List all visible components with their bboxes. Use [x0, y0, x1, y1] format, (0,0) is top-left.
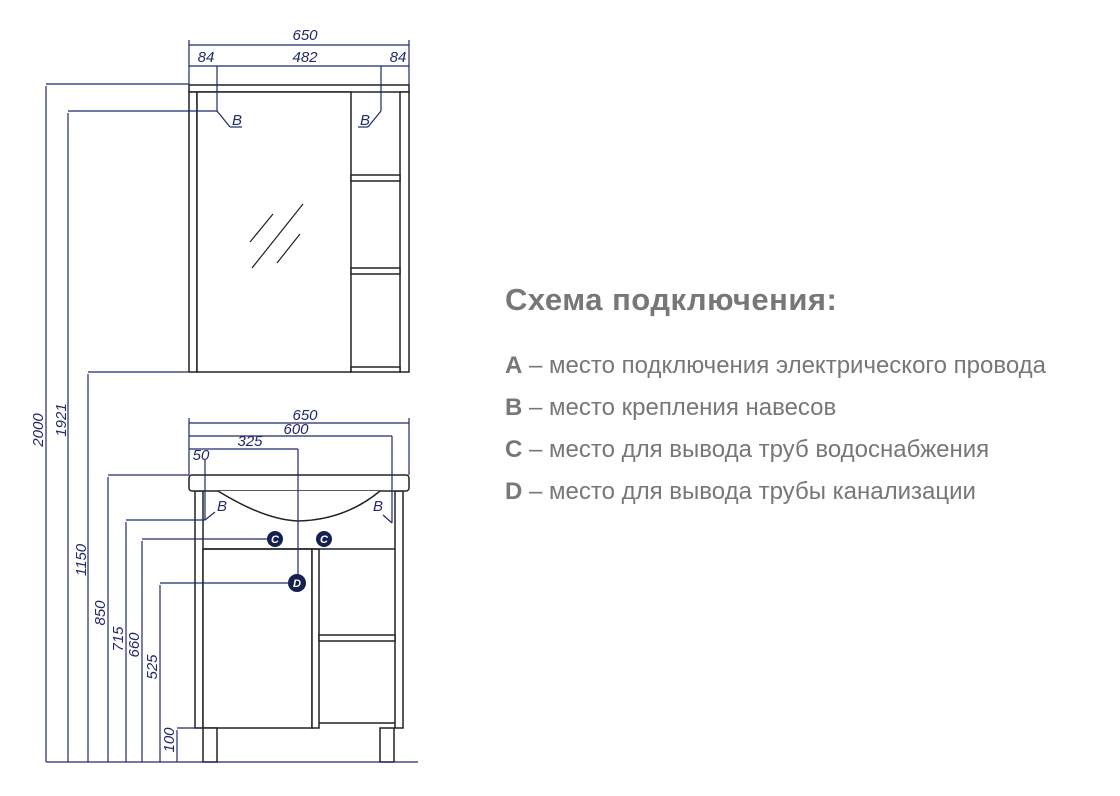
- svg-text:C: C: [320, 534, 329, 546]
- vanity-inner-width-label: 600: [283, 421, 309, 438]
- height-660-label: 660: [126, 632, 143, 658]
- mark-c-left: C: [267, 531, 283, 547]
- svg-text:D: D: [293, 578, 301, 590]
- height-850-label: 850: [92, 600, 109, 626]
- height-715-label: 715: [110, 626, 127, 652]
- legend-title: Схема подключения:: [505, 282, 838, 317]
- mirror-dimensions: [188, 40, 410, 128]
- height-525-label: 525: [144, 654, 161, 680]
- vanity-width-label: 650: [292, 407, 318, 424]
- drain-offset-label: 325: [237, 433, 263, 450]
- mirror-right-offset-label: 84: [390, 49, 407, 66]
- mirror-left-offset-label: 84: [198, 49, 215, 66]
- legend-item-b: B – место крепления навесов: [505, 394, 837, 421]
- connection-diagram: 650 84 482 84 B B 650 600 325 5: [30, 27, 418, 763]
- height-1150-label: 1150: [73, 543, 90, 576]
- height-2000-label: 2000: [30, 413, 47, 448]
- mark-b-mirror-left: B: [232, 112, 242, 129]
- mark-d: D: [288, 574, 306, 592]
- vanity-dimensions: [45, 83, 418, 763]
- height-100-label: 100: [161, 727, 178, 753]
- mark-b-vanity-right: B: [373, 498, 383, 515]
- mirror-glare-icon: [249, 203, 304, 269]
- svg-text:C: C: [271, 534, 280, 546]
- height-1921-label: 1921: [53, 403, 70, 436]
- mark-b-mirror-right: B: [360, 112, 370, 129]
- hinge-offset-label: 50: [193, 447, 210, 464]
- legend-item-a: A – место подключения электрического про…: [505, 352, 1046, 379]
- mirror-cabinet: [188, 84, 410, 373]
- mark-c-right: C: [316, 531, 332, 547]
- legend-item-c: C – место для вывода труб водоснабжения: [505, 436, 990, 463]
- mirror-width-label: 650: [292, 27, 318, 44]
- mark-b-vanity-left: B: [217, 498, 227, 515]
- legend-item-d: D – место для вывода трубы канализации: [505, 478, 976, 505]
- vanity-unit: [188, 474, 410, 763]
- mirror-middle-label: 482: [292, 49, 318, 66]
